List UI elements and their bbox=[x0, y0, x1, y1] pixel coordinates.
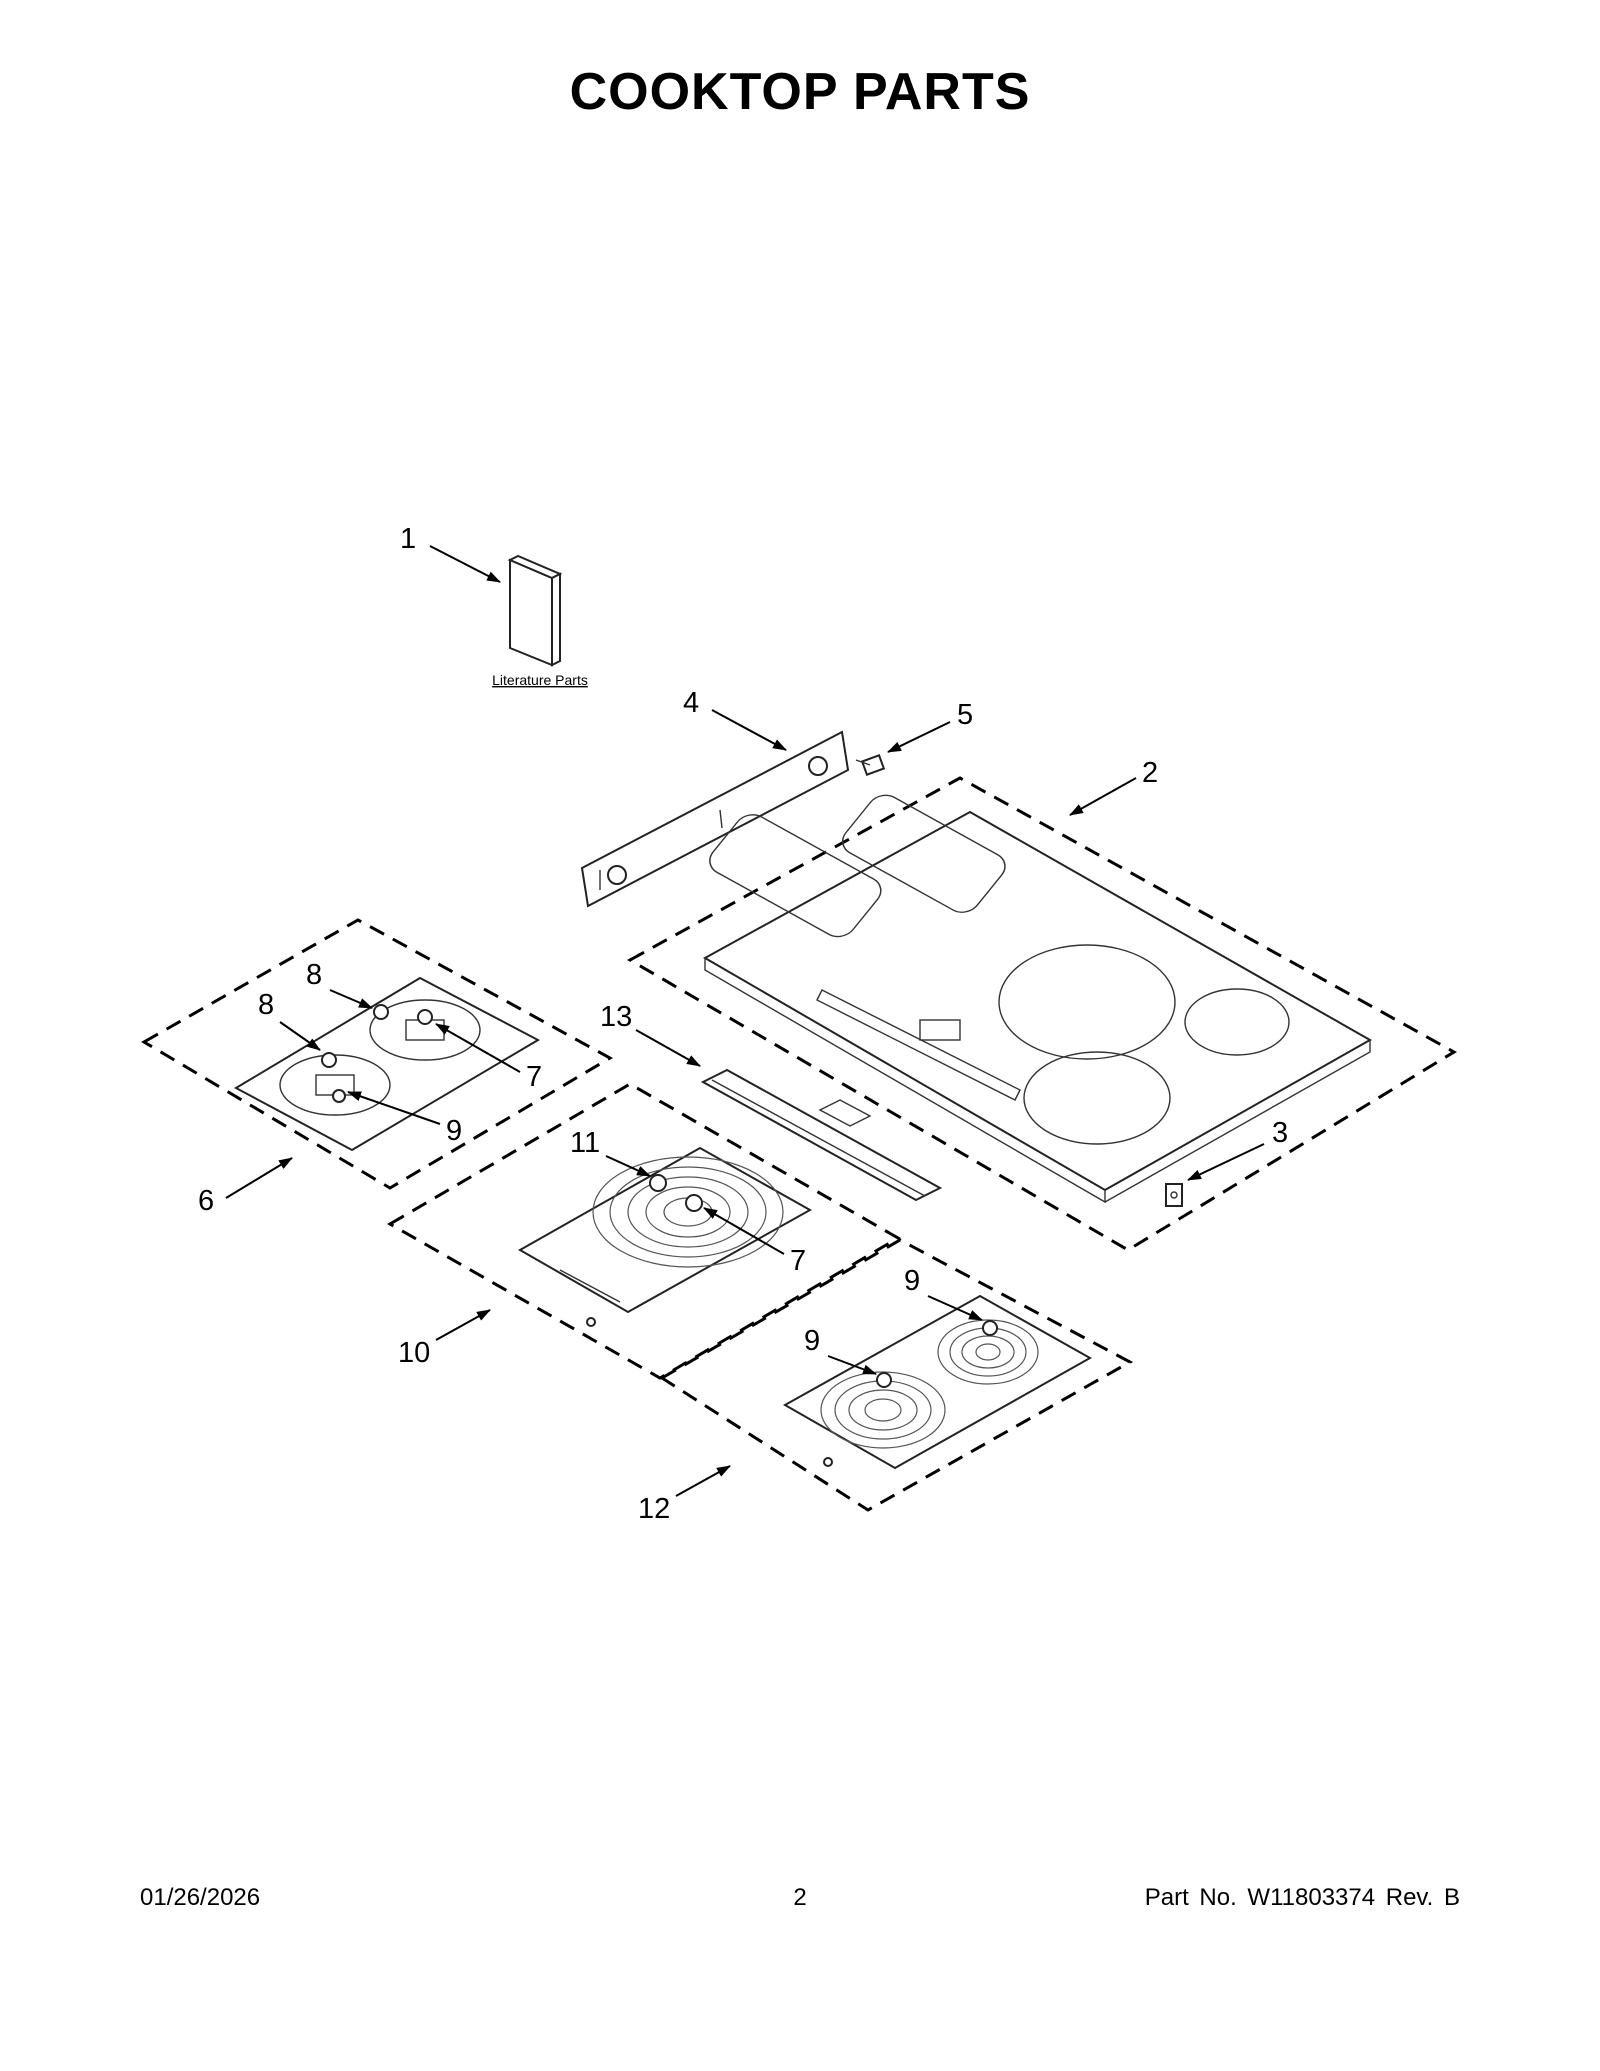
callout-9-right-upper: 9 bbox=[904, 1265, 983, 1321]
callout-6: 6 bbox=[198, 1157, 293, 1217]
right-element-envelope bbox=[659, 1238, 1134, 1512]
clip bbox=[1165, 1183, 1183, 1207]
svg-text:13: 13 bbox=[600, 1001, 632, 1033]
left-element-envelope bbox=[141, 918, 614, 1190]
callout-11: 11 bbox=[570, 1127, 651, 1177]
svg-text:10: 10 bbox=[398, 1337, 430, 1369]
callout-10: 10 bbox=[398, 1309, 491, 1369]
svg-text:12: 12 bbox=[638, 1493, 670, 1525]
callout-5: 5 bbox=[887, 699, 973, 753]
center-element-envelope bbox=[386, 1082, 901, 1380]
left-element-plate bbox=[233, 976, 541, 1152]
callout-9-right-lower: 9 bbox=[804, 1325, 877, 1375]
callout-7-left: 7 bbox=[435, 1023, 542, 1093]
callout-3: 3 bbox=[1187, 1117, 1288, 1181]
callout-7-center: 7 bbox=[703, 1207, 806, 1277]
bracket bbox=[580, 730, 850, 908]
svg-text:9: 9 bbox=[804, 1325, 820, 1357]
callout-2: 2 bbox=[1069, 757, 1158, 816]
svg-text:7: 7 bbox=[526, 1061, 542, 1093]
svg-text:9: 9 bbox=[904, 1265, 920, 1297]
literature-booklet: Literature Parts bbox=[492, 554, 588, 688]
callout-8-lower: 8 bbox=[258, 989, 321, 1051]
control-board bbox=[700, 1068, 943, 1202]
svg-text:4: 4 bbox=[683, 687, 699, 719]
literature-parts-label: Literature Parts bbox=[492, 672, 588, 688]
svg-text:1: 1 bbox=[400, 523, 416, 555]
footer-date: 01/26/2026 bbox=[140, 1884, 261, 1911]
svg-text:11: 11 bbox=[570, 1127, 600, 1159]
callout-1: 1 bbox=[400, 523, 501, 583]
svg-text:3: 3 bbox=[1272, 1117, 1288, 1149]
svg-text:9: 9 bbox=[446, 1115, 462, 1147]
footer-part-number: Part No. W11803374 Rev. B bbox=[1144, 1884, 1460, 1911]
svg-text:2: 2 bbox=[1142, 757, 1158, 789]
svg-text:6: 6 bbox=[198, 1185, 214, 1217]
svg-text:7: 7 bbox=[790, 1245, 806, 1277]
page-title: COOKTOP PARTS bbox=[569, 63, 1031, 121]
right-element-plate bbox=[782, 1294, 1093, 1470]
callout-4: 4 bbox=[683, 687, 787, 751]
cooktop-glass bbox=[702, 794, 1373, 1204]
center-element-plate bbox=[517, 1146, 813, 1327]
callout-13: 13 bbox=[600, 1001, 701, 1067]
footer-page-number: 2 bbox=[793, 1884, 807, 1911]
callout-12: 12 bbox=[638, 1465, 731, 1525]
svg-text:8: 8 bbox=[306, 959, 322, 991]
callout-8-upper: 8 bbox=[306, 959, 373, 1009]
screw bbox=[855, 754, 886, 776]
svg-text:5: 5 bbox=[957, 699, 973, 731]
cooktop-glass-envelope bbox=[626, 776, 1457, 1252]
callout-9-left: 9 bbox=[347, 1091, 462, 1147]
svg-text:8: 8 bbox=[258, 989, 274, 1021]
